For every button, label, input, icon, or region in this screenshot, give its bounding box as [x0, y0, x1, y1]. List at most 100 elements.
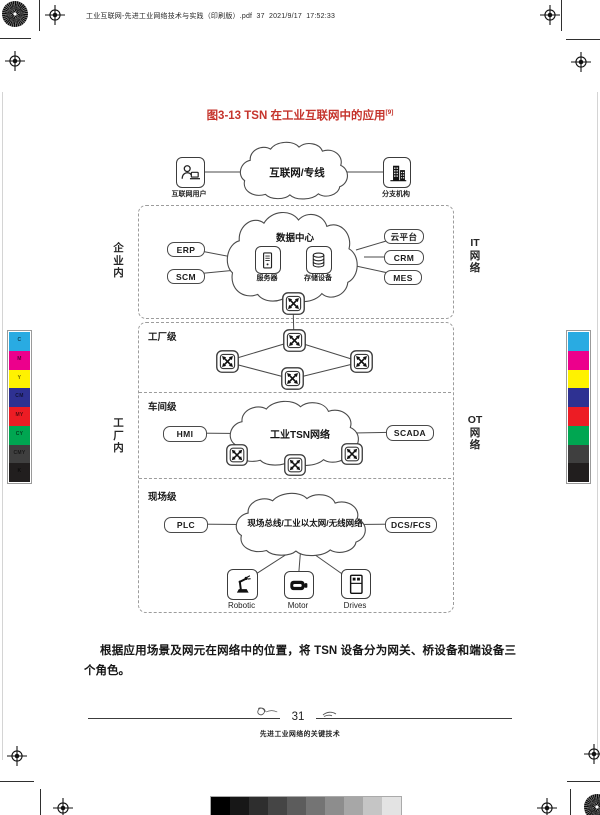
workshop-level-label: 车间级 — [148, 402, 177, 413]
registration-burst-top-left — [2, 1, 28, 27]
server-icon — [263, 251, 273, 269]
color-patch-M — [568, 350, 589, 370]
robotic-caption: Robotic — [227, 601, 256, 610]
footer-ornament-right — [322, 711, 337, 717]
ot-network-zone-box — [138, 322, 454, 613]
crm-node: CRM — [384, 250, 424, 265]
figure-title: 图3-13 TSN 在工业互联网中的应用[9] — [88, 107, 512, 123]
registration-crosshair — [5, 51, 25, 71]
motor-icon — [290, 580, 308, 590]
color-patch-CY — [568, 425, 589, 445]
factory-level-label: 工厂级 — [148, 332, 177, 343]
color-patch-CY: CY — [9, 425, 30, 445]
color-patch-Y — [568, 369, 589, 389]
color-patch-Y: Y — [9, 369, 30, 389]
figure-title-reference: [9] — [385, 109, 394, 117]
side-label-factory: 工厂内 — [113, 417, 124, 454]
tsn-switch-icon — [226, 444, 248, 466]
trim-line — [40, 789, 41, 815]
footer-ornament-left — [257, 707, 278, 716]
grayscale-patch-2 — [249, 797, 268, 815]
grayscale-patch-1 — [230, 797, 249, 815]
scada-node: SCADA — [386, 425, 434, 441]
side-label-it-network: IT网络 — [469, 237, 481, 274]
tsn-switch-icon — [282, 292, 305, 315]
person-laptop-icon — [181, 164, 200, 180]
server-caption: 服务器 — [256, 275, 278, 282]
hmi-node: HMI — [163, 426, 207, 442]
scm-node: SCM — [167, 269, 205, 284]
internet-user-caption: 互联网用户 — [171, 191, 207, 198]
color-patch-MY — [568, 407, 589, 426]
tsn-cloud-shape — [225, 401, 371, 470]
tsn-switch-icon — [284, 454, 306, 476]
trim-line — [570, 789, 571, 815]
server-node — [255, 246, 281, 274]
color-patch-CMY: CMY — [9, 444, 30, 464]
grayscale-patch-4 — [287, 797, 306, 815]
color-patch-CM — [568, 388, 589, 407]
internet-user-node — [176, 157, 205, 188]
grayscale-calibration-bar — [210, 796, 402, 815]
registration-burst-bottom-right — [584, 794, 600, 815]
grayscale-patch-7 — [344, 797, 363, 815]
fieldbus-cloud-label: 现场总线/工业以太网/无线网络 — [247, 518, 363, 528]
buildings-icon — [389, 165, 406, 181]
trim-line — [0, 781, 34, 782]
header-doc-info: 工业互联网-先进工业网络技术与实践（印刷版）.pdf 37 2021/9/17 … — [86, 13, 336, 20]
registration-crosshair — [584, 744, 600, 764]
tsn-cloud-label: 工业TSN网络 — [270, 430, 330, 441]
field-level-label: 现场级 — [148, 492, 177, 503]
scan-edge-right — [597, 92, 598, 760]
color-patch-CMY — [568, 444, 589, 464]
storage-node — [306, 246, 332, 274]
grayscale-patch-6 — [325, 797, 344, 815]
branch-office-node — [383, 157, 411, 188]
side-label-enterprise: 企业内 — [113, 242, 124, 279]
internet-cloud-shape — [236, 142, 358, 203]
tsn-switch-icon — [341, 443, 363, 465]
dcs-fcs-node: DCS/FCS — [385, 517, 437, 533]
scan-edge-left — [2, 92, 3, 760]
branch-office-caption: 分支机构 — [382, 191, 410, 198]
trim-line — [561, 0, 562, 31]
drives-caption: Drives — [343, 601, 367, 610]
registration-crosshair — [45, 5, 65, 25]
color-patch-C — [568, 332, 589, 351]
datacenter-cloud-label: 数据中心 — [275, 233, 314, 244]
internet-cloud-label: 互联网/专线 — [269, 167, 325, 179]
tsn-switch-icon — [281, 367, 304, 390]
color-patch-C: C — [9, 332, 30, 351]
color-patch-CM: CM — [9, 388, 30, 407]
color-patch-MY: MY — [9, 407, 30, 426]
side-label-ot-network: OT网络 — [467, 414, 483, 451]
registration-crosshair — [540, 5, 560, 25]
registration-crosshair — [53, 798, 73, 815]
grayscale-patch-9 — [382, 797, 401, 815]
trim-line — [567, 781, 600, 782]
footer-rule-left — [88, 718, 280, 719]
robot-arm-icon — [236, 574, 251, 593]
color-patch-K — [568, 463, 589, 482]
plc-node: PLC — [164, 517, 208, 533]
footer-section-title: 先进工业网络的关键技术 — [259, 731, 341, 738]
registration-crosshair — [537, 798, 557, 815]
fieldbus-cloud-shape — [231, 493, 378, 560]
workshop-field-separator — [139, 478, 451, 479]
trim-line — [0, 38, 31, 39]
it-network-zone-box — [138, 205, 454, 319]
robotic-node — [227, 569, 258, 600]
tsn-switch-icon — [283, 329, 306, 352]
factory-workshop-separator — [139, 392, 451, 393]
drive-unit-icon — [349, 574, 363, 594]
cloud-platform-node: 云平台 — [384, 229, 424, 244]
trim-line — [566, 39, 600, 40]
tsn-switch-icon — [216, 350, 239, 373]
storage-database-icon — [313, 252, 325, 268]
footer-rule-right — [316, 718, 512, 719]
color-patch-K: K — [9, 463, 30, 482]
body-paragraph: 根据应用场景及网元在网络中的位置，将 TSN 设备分为网关、桥设备和端设备三个角… — [84, 645, 516, 677]
drives-node — [341, 569, 371, 599]
